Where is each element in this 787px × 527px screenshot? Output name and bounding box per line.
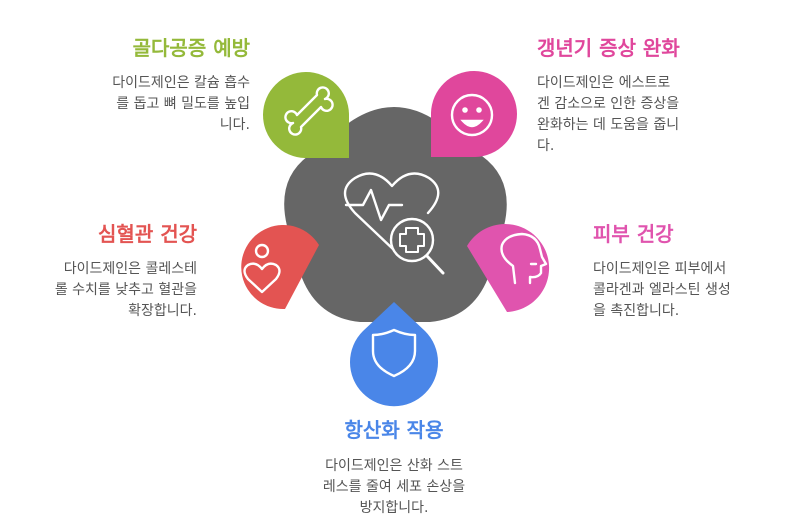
antioxidant-description: 다이드제인은 산화 스트 레스를 줄여 세포 손상을 방지합니다. bbox=[322, 458, 466, 516]
skin-description: 다이드제인은 피부에서 콜라겐과 엘라스틴 생성 을 촉진합니다. bbox=[593, 261, 731, 319]
person-heart-icon bbox=[243, 243, 281, 294]
center-hub bbox=[284, 107, 507, 322]
menopause-description: 다이드제인은 에스트로 겐 감소으로 인한 증상을 완화하는 데 도움을 줍니 … bbox=[537, 75, 680, 154]
antioxidant-bubble bbox=[350, 302, 439, 407]
skin-title: 피부 건강 bbox=[593, 222, 674, 246]
shield-icon bbox=[371, 328, 417, 378]
antioxidant-title: 항산화 작용 bbox=[344, 418, 444, 442]
smiley-face-icon bbox=[450, 93, 494, 137]
bone-bubble bbox=[263, 72, 349, 158]
cardio-description: 다이드제인은 콜레스테 롤 수치를 낮추고 혈관을 확장합니다. bbox=[54, 261, 197, 319]
heart-health-search-icon bbox=[343, 172, 445, 275]
cardio-title: 심혈관 건강 bbox=[98, 222, 197, 246]
face-profile-icon bbox=[500, 232, 548, 285]
skin-bubble bbox=[467, 224, 550, 312]
bone-title: 골다공증 예방 bbox=[132, 36, 250, 60]
bone-icon bbox=[284, 86, 334, 136]
bone-description: 다이드제인은 칼슘 흡수 를 돕고 뼈 밀도를 높입 니다. bbox=[112, 75, 250, 133]
menopause-bubble bbox=[431, 71, 517, 157]
menopause-title: 갱년기 증상 완화 bbox=[537, 36, 680, 60]
